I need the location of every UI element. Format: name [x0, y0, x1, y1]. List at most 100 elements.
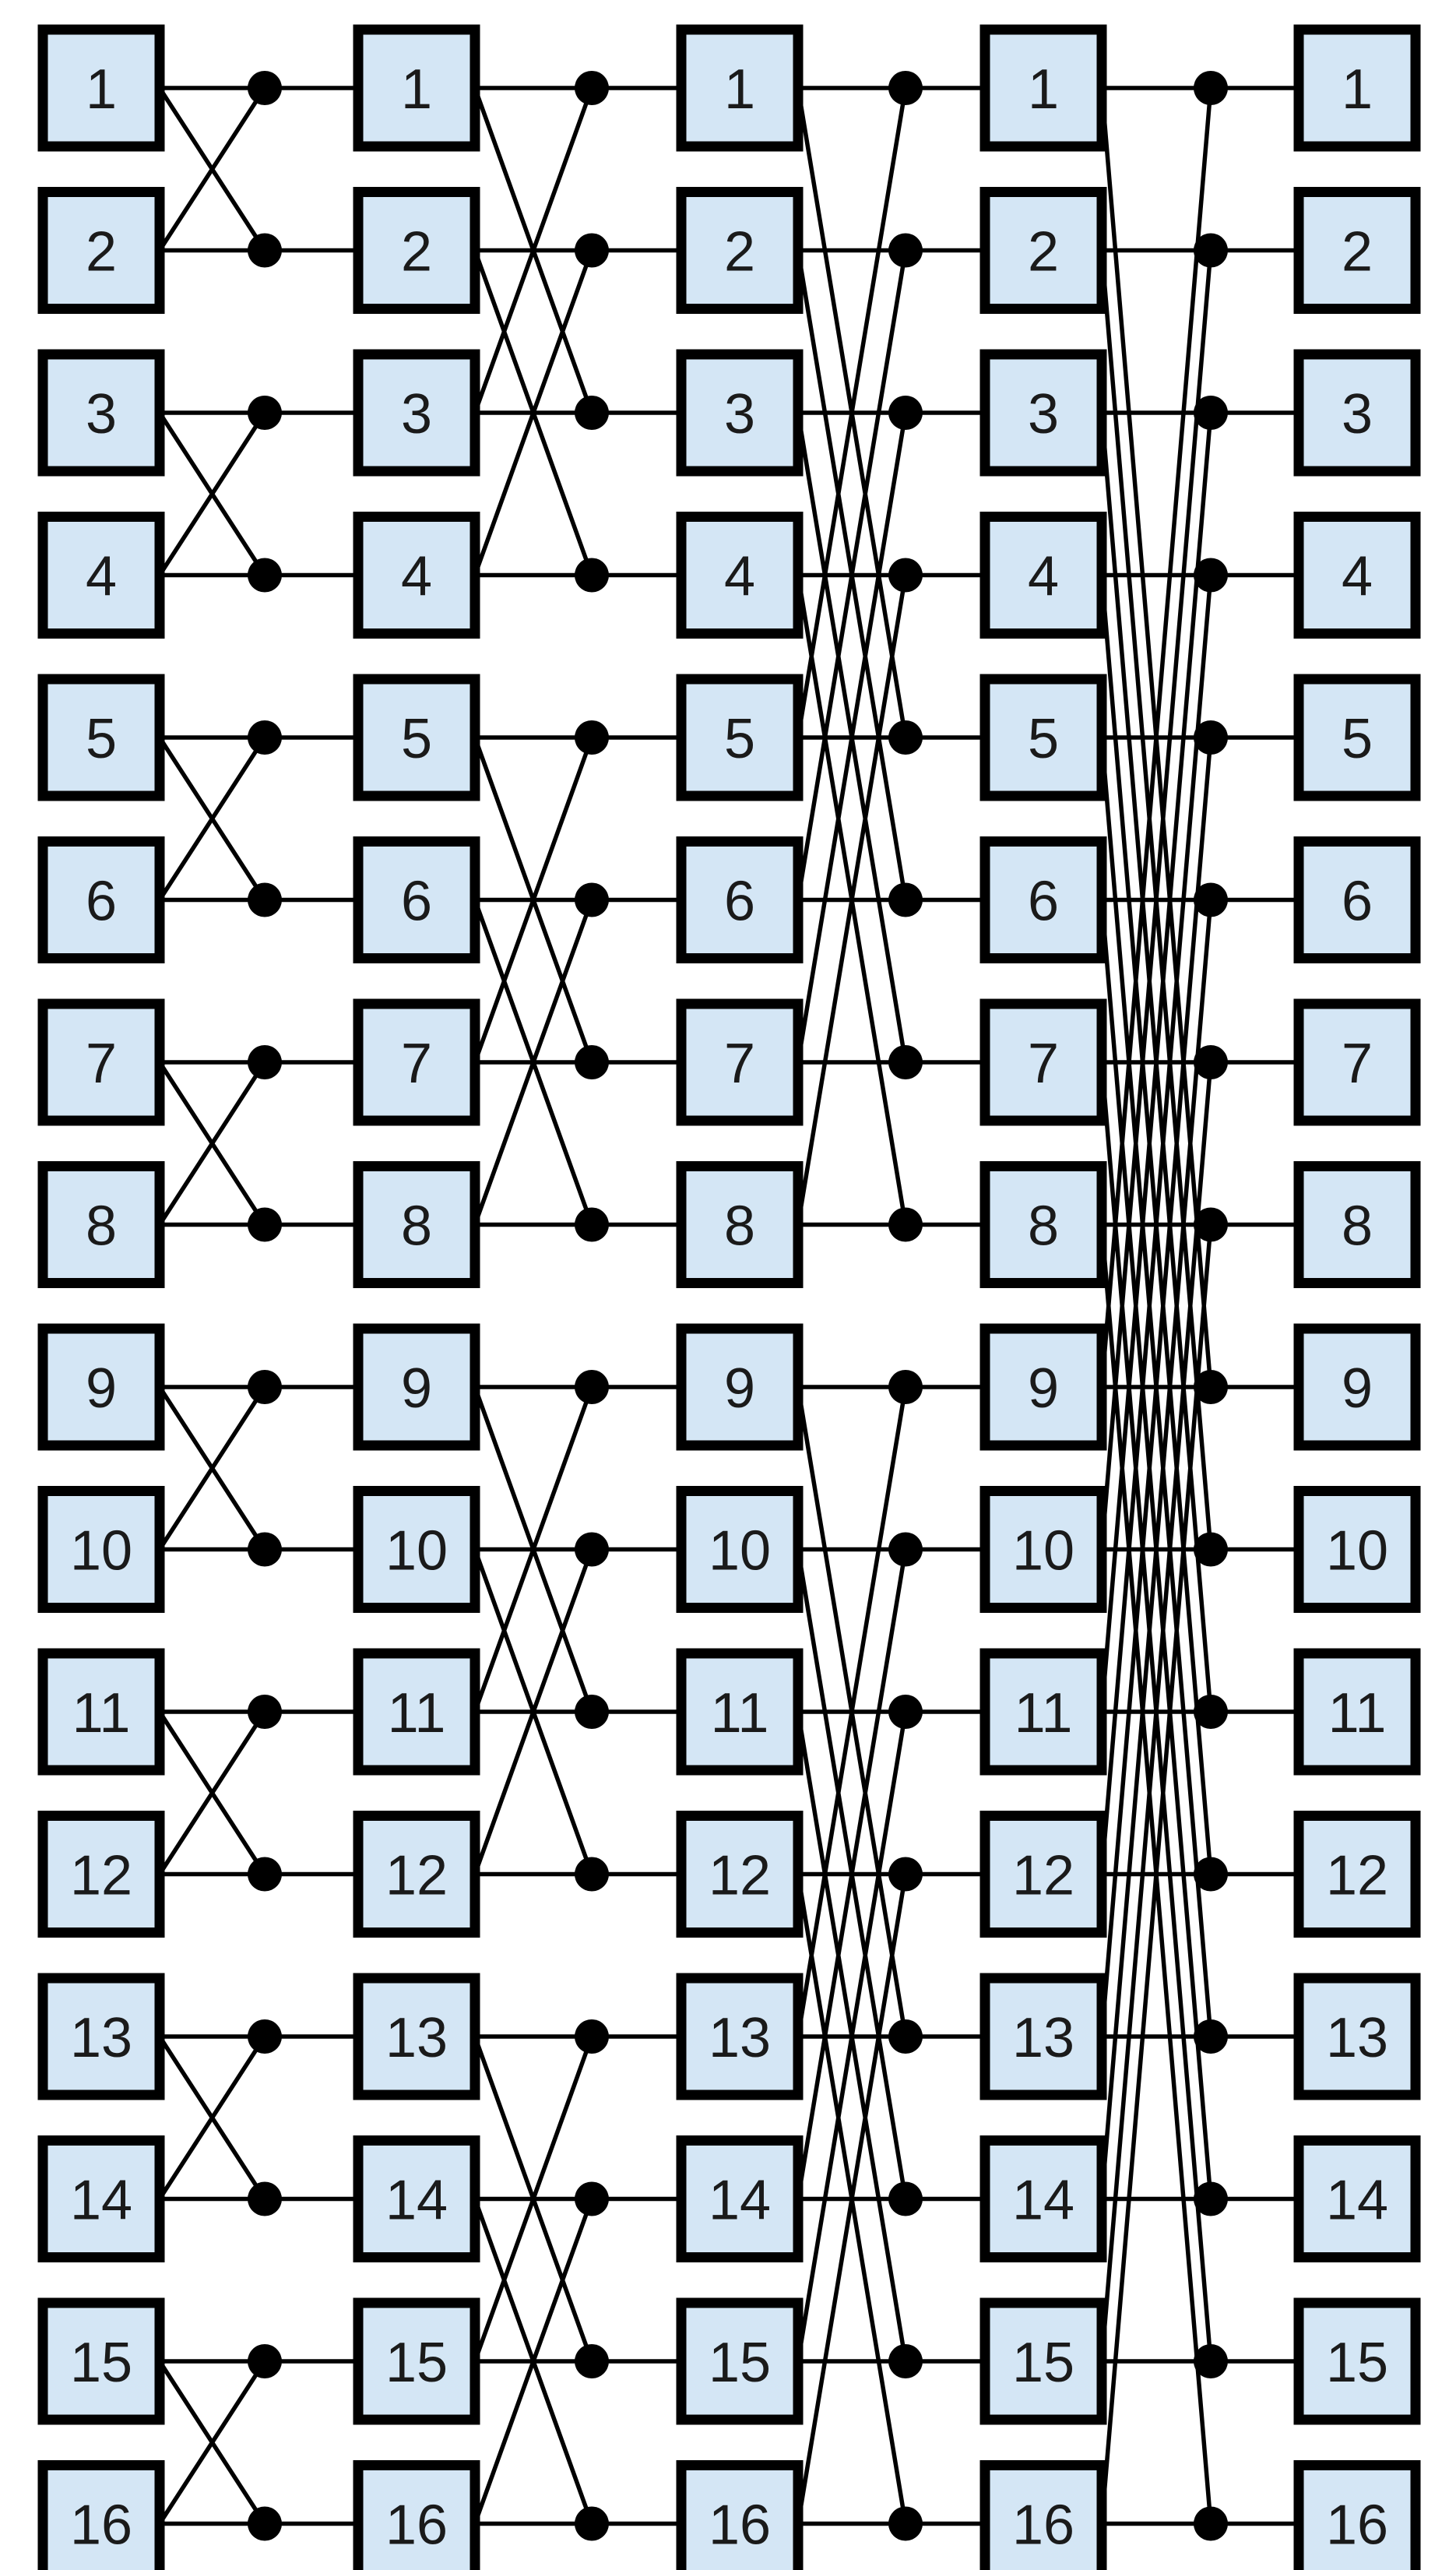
node-box: 5 [1293, 674, 1421, 801]
node-label: 11 [388, 1682, 446, 1744]
node-label: 8 [401, 1195, 432, 1258]
node-box: 13 [353, 1973, 480, 2100]
node-box: 1 [676, 24, 804, 152]
node-label: 6 [724, 871, 755, 933]
node-rect [979, 674, 1107, 801]
node-rect [979, 1161, 1107, 1288]
node-rect [676, 187, 804, 314]
node-label: 7 [1342, 1033, 1373, 1095]
node-rect [353, 1811, 480, 1938]
node-label: 14 [1012, 2170, 1074, 2232]
node-box: 11 [979, 1648, 1107, 1776]
node-box: 8 [353, 1161, 480, 1288]
node-box: 9 [353, 1323, 480, 1451]
node-rect [37, 187, 165, 314]
wire-cross [473, 2036, 594, 2362]
node-label: 10 [1012, 1520, 1074, 1582]
node-rect [1293, 998, 1421, 1126]
junction-dot [1194, 1370, 1228, 1404]
node-label: 14 [709, 2170, 771, 2232]
junction-dot [575, 2506, 609, 2541]
junction-dot [888, 71, 923, 105]
node-label: 2 [724, 221, 755, 283]
node-rect [37, 349, 165, 477]
node-box: 12 [353, 1811, 480, 1938]
node-rect [1293, 1973, 1421, 2100]
node-label: 16 [385, 2494, 448, 2557]
junction-dot [888, 1695, 923, 1729]
junction-dot [888, 1045, 923, 1079]
node-label: 13 [1012, 2007, 1074, 2069]
node-label: 16 [70, 2494, 132, 2557]
junction-dot [1194, 2344, 1228, 2378]
node-label: 1 [1342, 58, 1373, 121]
junction-dot [888, 2506, 923, 2541]
node-box: 13 [979, 1973, 1107, 2100]
wire-cross [796, 1874, 908, 2524]
wire-cross [1099, 1224, 1213, 2524]
junction-dot [248, 1045, 282, 1079]
node-label: 8 [1028, 1195, 1059, 1258]
wire-cross [473, 899, 594, 1226]
node-label: 10 [70, 1520, 132, 1582]
node-rect [353, 1323, 480, 1451]
node-rect [1293, 2135, 1421, 2262]
junction-dot [888, 1532, 923, 1567]
node-box: 6 [353, 836, 480, 963]
node-rect [353, 187, 480, 314]
node-label: 10 [709, 1520, 771, 1582]
node-box: 15 [676, 2297, 804, 2425]
junction-dot [575, 1695, 609, 1729]
wire-cross [473, 249, 594, 576]
node-rect [37, 2135, 165, 2262]
junction-dot [248, 71, 282, 105]
node-label: 12 [1326, 1845, 1388, 1907]
node-label: 8 [86, 1195, 117, 1258]
node-box: 16 [37, 2460, 165, 2570]
node-label: 5 [1028, 708, 1059, 770]
node-rect [1293, 674, 1421, 801]
node-rect [1293, 1323, 1421, 1451]
wire-cross [157, 1385, 267, 1551]
node-label: 8 [1342, 1195, 1373, 1258]
node-label: 5 [401, 708, 432, 770]
wire-cross [796, 1386, 908, 2037]
node-box: 13 [1293, 1973, 1421, 2100]
junction-dot [575, 882, 609, 917]
node-box: 5 [353, 674, 480, 801]
junction-dot [1194, 1857, 1228, 1892]
node-label: 10 [385, 1520, 448, 1582]
junction-dot [575, 1532, 609, 1567]
node-box: 3 [1293, 349, 1421, 477]
node-box: 5 [676, 674, 804, 801]
junction-dot [1194, 1532, 1228, 1567]
node-rect [37, 1161, 165, 1288]
node-label: 7 [724, 1033, 755, 1095]
node-label: 11 [1328, 1682, 1387, 1744]
node-box: 15 [37, 2297, 165, 2425]
node-rect [1293, 349, 1421, 477]
node-rect [979, 1811, 1107, 1938]
node-rect [37, 836, 165, 963]
junction-dot [888, 558, 923, 593]
node-rect [37, 1811, 165, 1938]
junction-dot [248, 2019, 282, 2054]
node-rect [979, 2135, 1107, 2262]
node-rect [1293, 1648, 1421, 1776]
junction-dot [888, 2344, 923, 2378]
wire-cross [796, 575, 908, 1225]
node-box: 3 [676, 349, 804, 477]
node-rect [979, 512, 1107, 639]
node-label: 1 [724, 58, 755, 121]
junction-dot [248, 1370, 282, 1404]
node-box: 7 [37, 998, 165, 1126]
node-rect [979, 1648, 1107, 1776]
wire-cross [1099, 1061, 1213, 2362]
node-rect [676, 1161, 804, 1288]
junctions-layer [248, 71, 1228, 2541]
node-rect [979, 24, 1107, 152]
node-box: 2 [979, 187, 1107, 314]
junction-dot [575, 1857, 609, 1892]
node-box: 14 [37, 2135, 165, 2262]
node-label: 9 [724, 1357, 755, 1420]
